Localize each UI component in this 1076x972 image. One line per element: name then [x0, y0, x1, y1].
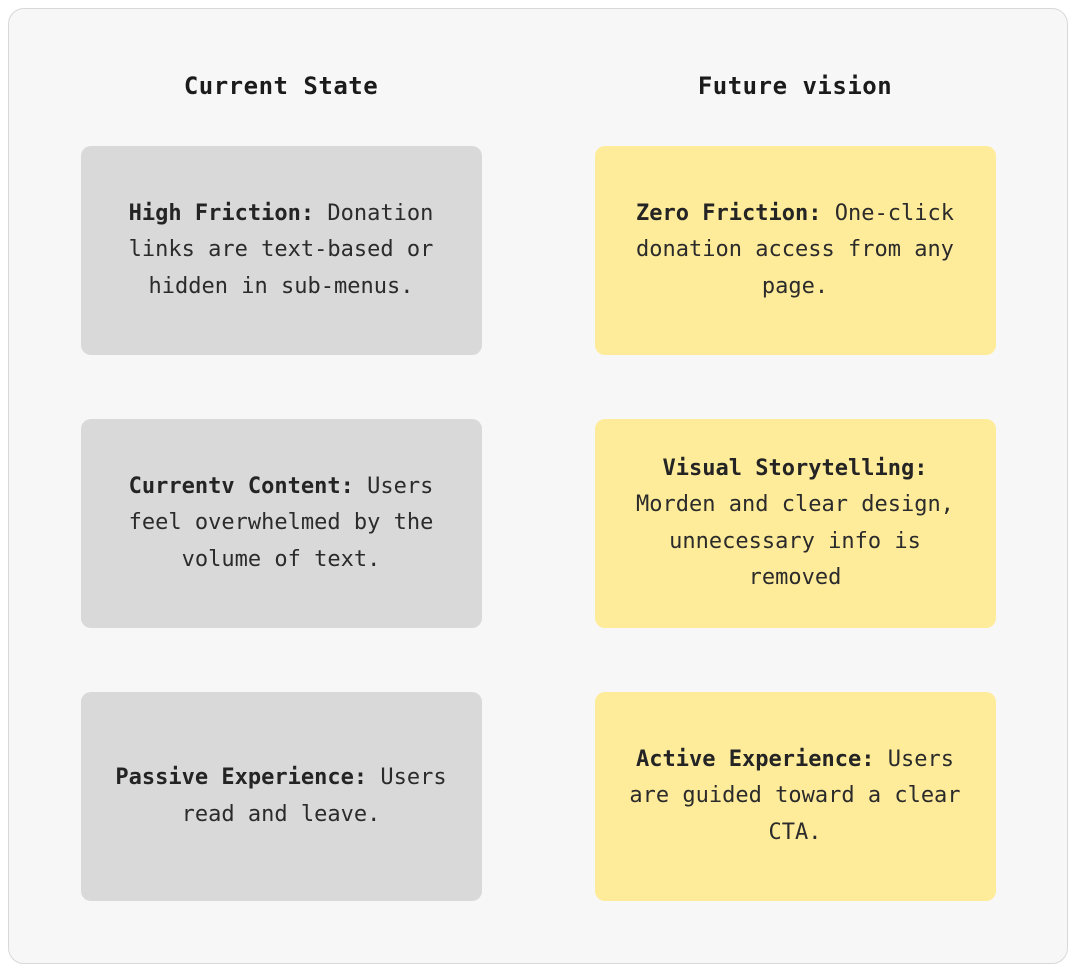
card-body: Users are guided toward a clear CTA.	[629, 746, 961, 845]
card-body: One-click donation access from any page.	[636, 200, 954, 299]
card-title: Currentv Content:	[128, 473, 354, 499]
card-title: Zero Friction:	[636, 200, 822, 226]
column-current-state: Current State High Friction: Donation li…	[80, 71, 482, 901]
card-title: High Friction:	[128, 200, 315, 226]
card-title: Passive Experience:	[115, 765, 368, 790]
column-header-current-state: Current State	[183, 72, 379, 100]
card-body: Users feel overwhelmed by the volume of …	[128, 473, 434, 572]
card-body: Users read and leave.	[181, 765, 447, 827]
card-text: Active Experience: Users are guided towa…	[620, 742, 970, 852]
card-visual-storytelling: Visual Storytelling: Morden and clear de…	[594, 419, 996, 628]
card-zero-friction: Zero Friction: One-click donation access…	[594, 146, 996, 355]
card-text: Passive Experience: Users read and leave…	[106, 760, 456, 833]
card-body: Morden and clear design, unnecessary inf…	[636, 492, 954, 590]
card-text: Currentv Content: Users feel overwhelmed…	[106, 469, 456, 579]
card-title: Active Experience:	[636, 746, 875, 772]
card-title: Visual Storytelling:	[662, 455, 928, 481]
card-current-content: Currentv Content: Users feel overwhelmed…	[80, 419, 482, 628]
card-active-experience: Active Experience: Users are guided towa…	[594, 692, 996, 901]
column-future-vision: Future vision Zero Friction: One-click d…	[594, 71, 996, 901]
card-body: Donation links are text-based or hidden …	[128, 200, 434, 299]
comparison-panel: Current State High Friction: Donation li…	[8, 8, 1068, 964]
card-text: Visual Storytelling: Morden and clear de…	[620, 451, 970, 597]
card-high-friction: High Friction: Donation links are text-b…	[80, 146, 482, 355]
card-text: High Friction: Donation links are text-b…	[106, 196, 456, 306]
comparison-columns: Current State High Friction: Donation li…	[9, 9, 1067, 901]
column-header-future-vision: Future vision	[697, 72, 893, 100]
card-passive-experience: Passive Experience: Users read and leave…	[80, 692, 482, 901]
card-text: Zero Friction: One-click donation access…	[620, 196, 970, 306]
